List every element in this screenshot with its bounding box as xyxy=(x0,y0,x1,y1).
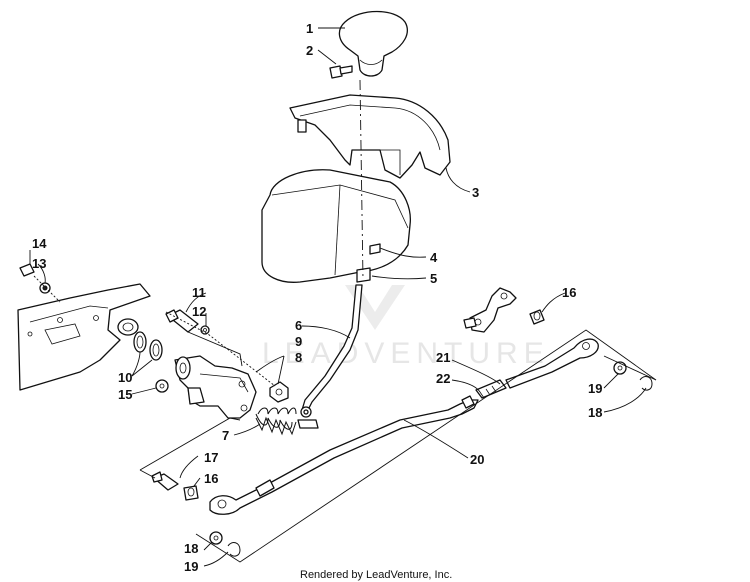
callout-16-linkage: 16 xyxy=(562,285,576,300)
callout-17: 17 xyxy=(204,450,218,465)
frame-section xyxy=(17,283,151,391)
callout-2: 2 xyxy=(306,43,313,58)
callout-16-lever: 16 xyxy=(204,471,218,486)
callout-1: 1 xyxy=(306,21,313,36)
shifter-housing[interactable] xyxy=(261,169,411,283)
callout-5: 5 xyxy=(430,271,437,286)
callout-4: 4 xyxy=(430,250,438,265)
callout-labels: 1 2 3 4 5 6 9 8 7 11 12 10 15 14 13 16 1… xyxy=(32,21,602,574)
shift-rod[interactable] xyxy=(209,399,479,515)
bolt-washer[interactable] xyxy=(200,325,210,335)
shift-linkage[interactable] xyxy=(463,287,517,333)
callout-18-right: 18 xyxy=(588,405,602,420)
callout-7: 7 xyxy=(222,428,229,443)
pivot-washer[interactable] xyxy=(155,379,169,393)
callout-6: 6 xyxy=(295,318,302,333)
frame-bolt[interactable] xyxy=(19,263,35,277)
spacer[interactable] xyxy=(356,267,371,283)
o-rings[interactable] xyxy=(133,331,163,361)
rod-washer-bottom[interactable] xyxy=(209,531,223,545)
watermark-text: LEADVENTURE xyxy=(262,337,550,370)
rod-clip-bottom[interactable] xyxy=(227,542,241,557)
assembly-axis xyxy=(359,79,364,281)
callout-3: 3 xyxy=(472,185,479,200)
pivot-bracket[interactable] xyxy=(174,355,257,419)
shift-lever[interactable] xyxy=(297,284,363,429)
return-spring[interactable] xyxy=(255,407,297,436)
callout-10: 10 xyxy=(118,370,132,385)
leader-lines xyxy=(29,27,647,567)
callout-22: 22 xyxy=(436,371,450,386)
knob-screw[interactable] xyxy=(329,65,353,79)
callout-13: 13 xyxy=(32,256,46,271)
bushing[interactable] xyxy=(369,243,381,255)
pivot-bolt[interactable] xyxy=(165,309,199,333)
callout-18-bottom: 18 xyxy=(184,541,198,556)
callout-9: 9 xyxy=(295,334,302,349)
shift-knob[interactable] xyxy=(338,10,408,77)
callout-19-right: 19 xyxy=(588,381,602,396)
callout-20: 20 xyxy=(470,452,484,467)
callout-12: 12 xyxy=(192,304,206,319)
footer-credit: Rendered by LeadVenture, Inc. xyxy=(300,569,452,581)
callout-15: 15 xyxy=(118,387,132,402)
callout-21: 21 xyxy=(436,350,450,365)
lever-bolt[interactable] xyxy=(151,471,179,491)
lever-bushing[interactable] xyxy=(183,485,199,501)
rod-clip-right[interactable] xyxy=(639,376,653,391)
frame-washer[interactable] xyxy=(39,282,51,294)
assembly-brackets xyxy=(139,329,657,563)
linkage-bushing[interactable] xyxy=(529,309,545,325)
lock-nut[interactable] xyxy=(269,381,289,403)
shifter-boot-upper[interactable] xyxy=(289,94,451,179)
callout-8: 8 xyxy=(295,350,302,365)
turnbuckle[interactable] xyxy=(461,338,599,409)
callout-14: 14 xyxy=(32,236,47,251)
callout-19-bottom: 19 xyxy=(184,559,198,574)
callout-11: 11 xyxy=(192,285,206,300)
